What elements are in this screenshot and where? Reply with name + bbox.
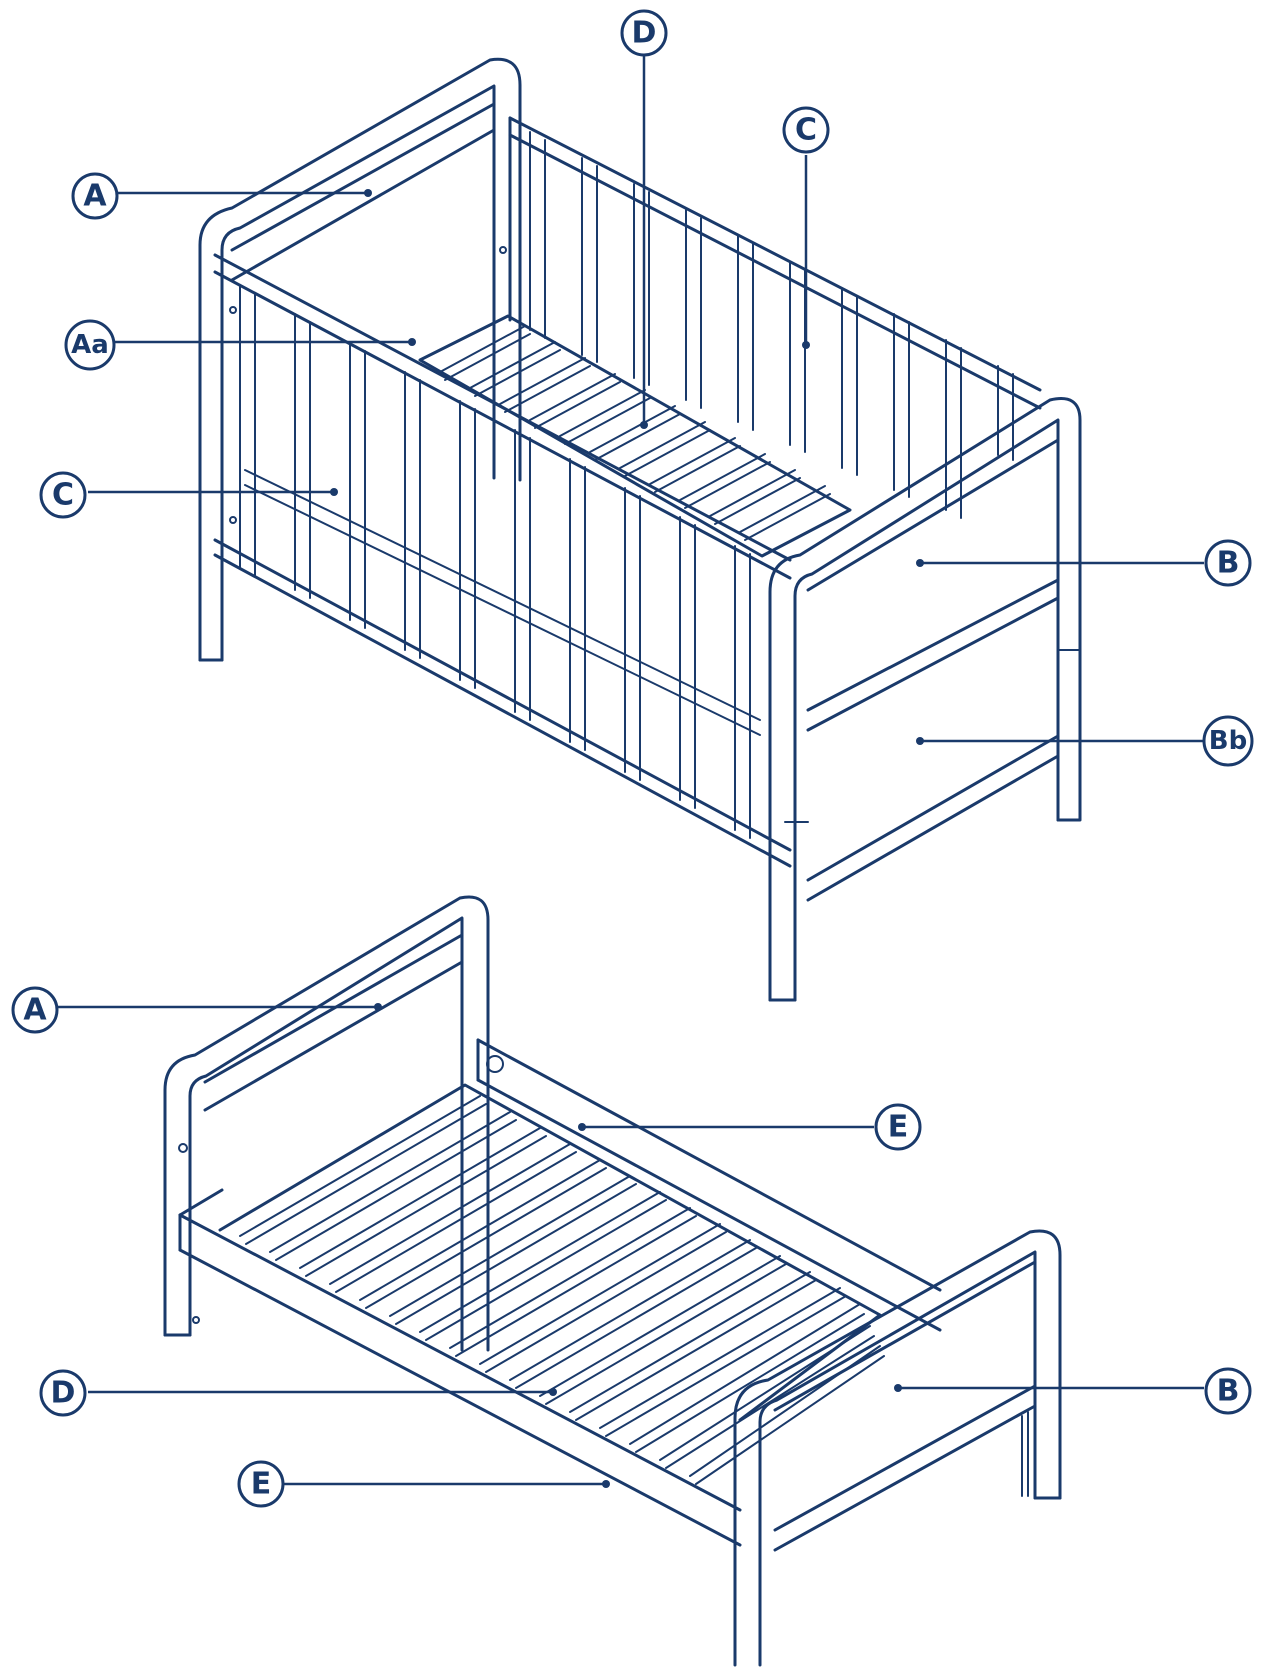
label-crib-C-right: C xyxy=(782,106,830,349)
crib-drawing xyxy=(198,57,1082,1002)
label-crib-Bb-text: Bb xyxy=(1209,726,1247,756)
label-bed-E-back: E xyxy=(578,1103,922,1151)
label-crib-D: D xyxy=(620,9,668,429)
label-crib-A-text: A xyxy=(83,179,107,214)
label-crib-C-left: C xyxy=(39,471,338,519)
bed-drawing xyxy=(163,895,1062,1667)
crib-slatted-base xyxy=(418,314,852,558)
label-crib-Bb: Bb xyxy=(916,715,1254,767)
label-crib-C-left-text: C xyxy=(52,478,74,513)
bed-back-rail xyxy=(476,1038,942,1332)
label-bed-E-front-text: E xyxy=(251,1467,272,1502)
label-bed-A-text: A xyxy=(23,993,47,1028)
label-crib-B-text: B xyxy=(1217,546,1240,581)
label-crib-Aa-text: Aa xyxy=(71,330,109,360)
crib-front-side xyxy=(213,253,792,868)
label-crib-C-right-text: C xyxy=(795,113,817,148)
crib-footboard xyxy=(768,397,1082,1002)
crib-back-side xyxy=(508,116,1042,519)
crib-headboard xyxy=(198,57,522,662)
label-bed-B: B xyxy=(894,1367,1252,1415)
label-bed-D-text: D xyxy=(51,1376,76,1411)
label-crib-B: B xyxy=(916,539,1252,587)
bed-footboard xyxy=(733,1229,1062,1667)
bed-headboard xyxy=(163,895,490,1352)
label-bed-E-back-text: E xyxy=(888,1110,909,1145)
label-bed-B-text: B xyxy=(1217,1374,1240,1409)
label-crib-A: A xyxy=(71,172,372,220)
bed-front-rail xyxy=(178,1188,742,1547)
label-bed-E-front: E xyxy=(237,1460,610,1508)
label-crib-Aa: Aa xyxy=(64,319,416,371)
bed-slatted-base xyxy=(218,1083,885,1485)
label-bed-A: A xyxy=(11,986,382,1034)
label-bed-D: D xyxy=(39,1369,557,1417)
label-crib-D-text: D xyxy=(632,16,657,51)
